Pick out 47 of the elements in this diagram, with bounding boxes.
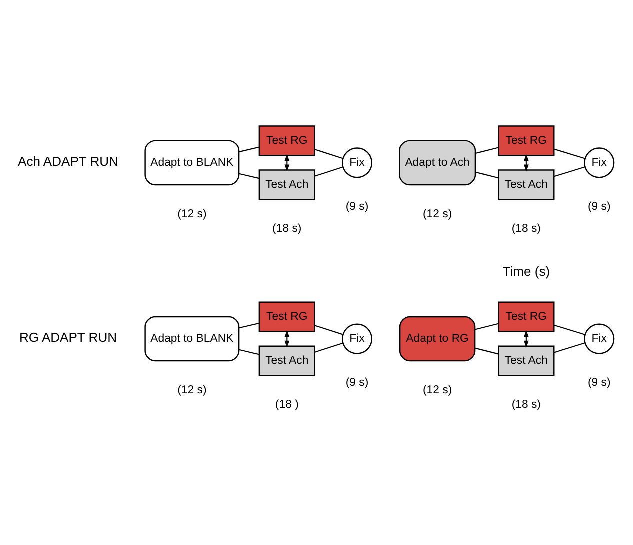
node-label: (18 s) xyxy=(512,398,541,411)
node-circle: Fix xyxy=(584,147,615,178)
node-box: Adapt to BLANK xyxy=(144,140,240,186)
connector xyxy=(474,347,499,354)
node-box: Adapt to BLANK xyxy=(144,316,240,362)
connector xyxy=(314,166,344,176)
node-box: Test RG xyxy=(498,125,555,156)
node-box: Adapt to RG xyxy=(399,316,476,362)
connector xyxy=(239,172,260,179)
label: Ach ADAPT RUN xyxy=(18,154,118,169)
node-box: Adapt to Ach xyxy=(399,140,476,186)
node-box: Test Ach xyxy=(258,169,316,200)
node-label: (9 s) xyxy=(588,376,611,389)
node-circle: Fix xyxy=(342,323,373,354)
node-label: (9 s) xyxy=(588,200,611,212)
connector xyxy=(554,166,586,177)
node-label: (12 s) xyxy=(178,384,207,396)
node-label: (18 s) xyxy=(512,222,541,234)
node-label: (18 s) xyxy=(272,222,302,234)
node-circle: Fix xyxy=(342,147,373,178)
connector xyxy=(239,146,260,152)
connector xyxy=(474,322,499,330)
node-box: Test Ach xyxy=(498,345,555,376)
connector xyxy=(554,148,586,159)
connector xyxy=(554,324,586,335)
label: Time (s) xyxy=(502,264,550,279)
connector xyxy=(314,148,344,159)
node-label: (9 s) xyxy=(346,376,369,389)
node-label: (12 s) xyxy=(178,208,207,220)
node-label: (12 s) xyxy=(422,384,452,396)
node-label: (12 s) xyxy=(422,208,452,220)
node-circle: Fix xyxy=(584,323,615,354)
node-label: (9 s) xyxy=(346,200,369,212)
node-label: (18 ) xyxy=(275,398,299,411)
connector xyxy=(476,146,499,154)
connector xyxy=(239,322,260,328)
node-box: Test Ach xyxy=(258,345,316,376)
connector xyxy=(239,348,260,355)
node-box: Test RG xyxy=(258,301,316,332)
node-box: Test Ach xyxy=(498,169,555,200)
node-box: Test RG xyxy=(258,125,316,156)
connector xyxy=(554,342,586,353)
node-box: Test RG xyxy=(498,301,555,332)
connector xyxy=(314,342,344,352)
connector xyxy=(314,324,344,335)
connector xyxy=(476,171,499,178)
label: RG ADAPT RUN xyxy=(20,330,118,345)
